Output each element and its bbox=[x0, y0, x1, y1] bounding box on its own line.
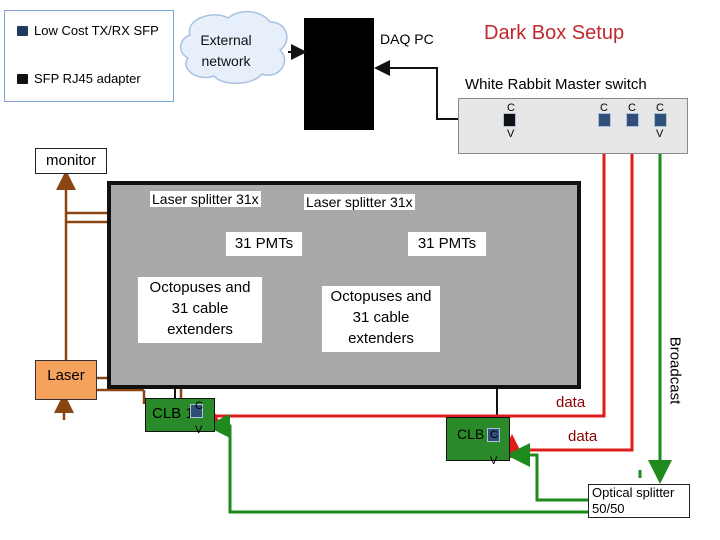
daq-pc-box bbox=[304, 18, 374, 130]
rj45-adapter-icon bbox=[17, 73, 28, 84]
port-glyph: C bbox=[507, 102, 515, 114]
port-glyph: V bbox=[195, 424, 203, 436]
legend-box: Low Cost TX/RX SFP SFP RJ45 adapter bbox=[4, 10, 174, 102]
data-label-1: data bbox=[556, 394, 586, 411]
octopus-left-line: Octopuses and bbox=[149, 279, 251, 296]
monitor-box: monitor bbox=[35, 148, 107, 174]
optical-splitter-box: Optical splitter 50/50 bbox=[588, 484, 690, 518]
sfp-port-icon bbox=[17, 25, 28, 36]
sfp-port-icon bbox=[487, 428, 500, 442]
octopus-right-line: extenders bbox=[348, 330, 414, 347]
octopus-right: Octopuses and 31 cable extenders bbox=[322, 286, 440, 352]
octopus-left: Octopuses and 31 cable extenders bbox=[138, 277, 262, 343]
octopus-left-line: 31 cable bbox=[171, 300, 229, 317]
sfp-port-icon bbox=[626, 113, 639, 127]
diagram-title: Dark Box Setup bbox=[484, 22, 625, 44]
external-network-cloud bbox=[179, 10, 288, 84]
clb-2-label: CLB 2 bbox=[457, 426, 496, 442]
octopus-left-line: extenders bbox=[167, 321, 233, 338]
laser-box: Laser bbox=[35, 360, 97, 400]
rj45-adapter-icon bbox=[503, 113, 516, 127]
clb-2: CLB 2 bbox=[446, 417, 510, 461]
sfp-port-icon bbox=[598, 113, 611, 127]
legend-item-sfp: Low Cost TX/RX SFP bbox=[17, 23, 159, 38]
legend-label-rj45: SFP RJ45 adapter bbox=[34, 71, 141, 86]
port-glyph: C bbox=[656, 102, 664, 114]
octopus-right-line: Octopuses and bbox=[330, 288, 432, 305]
legend-label-sfp: Low Cost TX/RX SFP bbox=[34, 23, 159, 38]
port-glyph: C bbox=[628, 102, 636, 114]
port-glyph: C bbox=[490, 429, 498, 441]
broadcast-label: Broadcast bbox=[666, 336, 684, 405]
data-label-2: data bbox=[568, 428, 598, 445]
pmts-right: 31 PMTs bbox=[408, 232, 486, 256]
optical-splitter-line2: 50/50 bbox=[592, 501, 625, 516]
sfp-port-icon bbox=[190, 404, 203, 418]
sfp-port-icon bbox=[654, 113, 667, 127]
clb-1: CLB 1 bbox=[145, 398, 215, 432]
optical-splitter-line1: Optical splitter bbox=[592, 485, 675, 500]
octopus-right-line: 31 cable bbox=[352, 309, 410, 326]
laser-splitter-left: Laser splitter 31x bbox=[150, 191, 261, 207]
laser-splitter-right: Laser splitter 31x bbox=[304, 194, 415, 210]
port-glyph: V bbox=[490, 455, 498, 467]
port-glyph: V bbox=[656, 128, 664, 140]
wr-switch-label: White Rabbit Master switch bbox=[465, 76, 647, 93]
pmts-left: 31 PMTs bbox=[226, 232, 302, 256]
port-glyph: V bbox=[507, 128, 515, 140]
cloud-label-line2: network bbox=[201, 53, 251, 69]
cloud-label-line1: External bbox=[200, 32, 252, 48]
port-glyph: C bbox=[600, 102, 608, 114]
external-network-label: External network bbox=[182, 30, 270, 72]
wr-master-switch: C V C C C V bbox=[458, 98, 688, 154]
clb-1-label: CLB 1 bbox=[152, 405, 194, 422]
daq-pc-label: DAQ PC bbox=[380, 31, 434, 47]
port-glyph: C bbox=[195, 400, 203, 412]
legend-item-rj45: SFP RJ45 adapter bbox=[17, 71, 141, 86]
